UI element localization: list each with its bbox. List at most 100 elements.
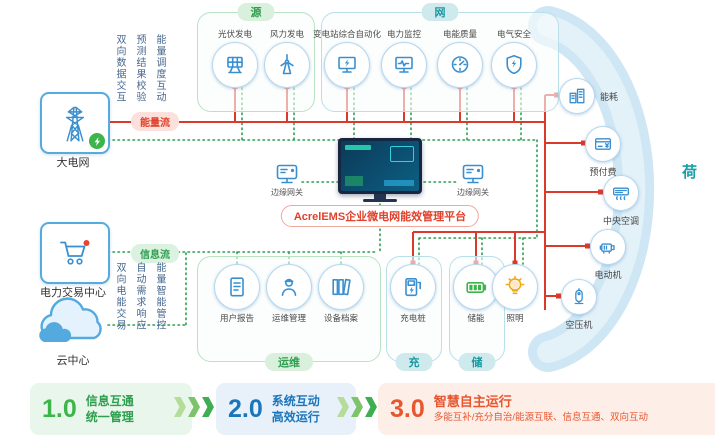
stage-2: 2.0 系统互动 高效运行 [216,383,356,435]
grid-interaction-notes: 双向数据交互 预测结果校验 能量调度互动 [112,34,167,103]
node-power-quality: 电能质量 [422,26,498,88]
node-label: 储能 [467,313,485,323]
node-lighting: 照明 [477,264,553,326]
stage-line: 多能互补/充分自治/能源互联、信息互通、双向互动 [433,412,649,424]
node-pv-generation: 光伏发电 [197,26,273,88]
node-label: 运维管理 [271,313,306,323]
air-compressor-icon [574,288,584,305]
node-ev-charger: 充电桩 [375,264,451,326]
vertical-note: 能量智能管控 [154,262,165,331]
node-circle [437,42,483,88]
chevron-right-icon [174,397,214,417]
dashboard-monitor-icon [338,138,422,202]
node-circle [585,126,621,162]
node-prepaid: 预付费 [585,126,621,178]
user-report-icon [230,277,244,297]
node-label: 设备档案 [323,313,358,323]
power-quality-icon [451,56,469,73]
edge-gateway-left: 边缘网关 [271,162,303,198]
node-circle [214,264,260,310]
node-wind-generation: 风力发电 [249,26,325,88]
stage-line: 高效运行 [271,410,320,424]
stage-version: 1.0 [42,394,77,423]
node-label: 能耗 [600,91,619,102]
vertical-note: 预测结果校验 [134,34,145,103]
air-conditioner-icon [612,187,629,201]
shopping-cart-icon [60,240,90,265]
storage-group-header: 储 [458,353,496,371]
grid-label: 大电网 [56,157,90,169]
node-circle [318,264,364,310]
chevron-right-icon [337,397,377,417]
om-worker-icon [281,278,297,296]
monitor-base [363,199,397,202]
node-circle [381,42,427,88]
node-label: 电力监控 [386,29,421,39]
wind-turbine-icon [280,54,294,75]
charge-group-header: 充 [395,353,433,371]
gateway-device-icon [462,164,484,184]
node-circle [264,42,310,88]
buildings-icon [569,88,585,104]
gateway-device-icon [276,164,298,184]
platform-title: AcrelEMS企业微电网能效管理平台 [280,205,480,227]
vertical-note: 自动需求响应 [134,262,145,331]
stage-line: 信息互通 [85,393,134,408]
equipment-archive-icon [332,278,351,296]
energy-badge [89,133,105,149]
gateway-label: 边缘网关 [271,188,303,197]
node-label: 用户报告 [219,313,254,323]
node-label: 照明 [506,313,524,323]
electrical-safety-icon [506,55,522,75]
node-label: 预付费 [589,167,617,177]
vertical-note: 双向数据交互 [114,34,125,103]
node-label: 变电站综合自动化 [312,29,381,39]
node-circle [559,78,595,114]
stage-3: 3.0 智慧自主运行 多能互补/充分自治/能源互联、信息互通、双向互动 [378,383,715,435]
node-label: 风力发电 [269,29,304,39]
node-label: 光伏发电 [217,29,252,39]
node-circle [561,279,597,315]
monitor-screen [341,141,419,191]
node-label: 空压机 [565,320,593,330]
ev-charger-icon [405,277,421,297]
node-circle [390,264,436,310]
battery-icon [466,282,487,293]
node-om-management: 运维管理 [251,264,327,326]
stage-1: 1.0 信息互通 统一管理 [30,383,192,435]
node-label: 充电桩 [400,313,426,323]
vertical-note: 双向电能交易 [114,262,125,331]
cloud-icon [39,297,102,342]
node-energy-consumption: 能耗 [559,78,618,114]
info-flow-tag: 信息流 [131,244,179,263]
motor-icon [599,243,615,254]
node-electrical-safety: 电气安全 [476,26,552,88]
node-air-compressor: 空压机 [561,279,597,331]
stage-version: 3.0 [390,394,425,423]
stage-version: 2.0 [228,394,263,423]
vertical-note: 能量调度互动 [154,34,165,103]
trade-box [40,222,110,284]
stage-line: 智慧自主运行 [433,393,512,409]
grid-box [40,92,110,154]
substation-automation-icon [338,56,356,73]
node-motor: 电动机 [590,229,626,281]
monitor-frame [338,138,422,194]
edge-gateway-right: 边缘网关 [457,162,489,198]
node-label: 电气安全 [496,29,531,39]
network-group-header: 网 [421,3,459,21]
solar-panel-icon [227,56,243,74]
node-circle [212,42,258,88]
node-substation-automation: 变电站综合自动化 [309,26,385,88]
bulb-icon [505,275,525,295]
monitor-stand [374,194,386,199]
load-side-label: 荷 [682,164,698,181]
node-power-monitoring: 电力监控 [366,26,442,88]
transmission-tower-icon [65,106,85,142]
stage-line: 系统互动 [271,393,320,408]
power-monitor-icon [395,56,413,73]
node-central-ac: 中央空调 [602,175,639,227]
cloud-label: 云中心 [56,355,90,367]
node-label: 电动机 [594,270,622,280]
